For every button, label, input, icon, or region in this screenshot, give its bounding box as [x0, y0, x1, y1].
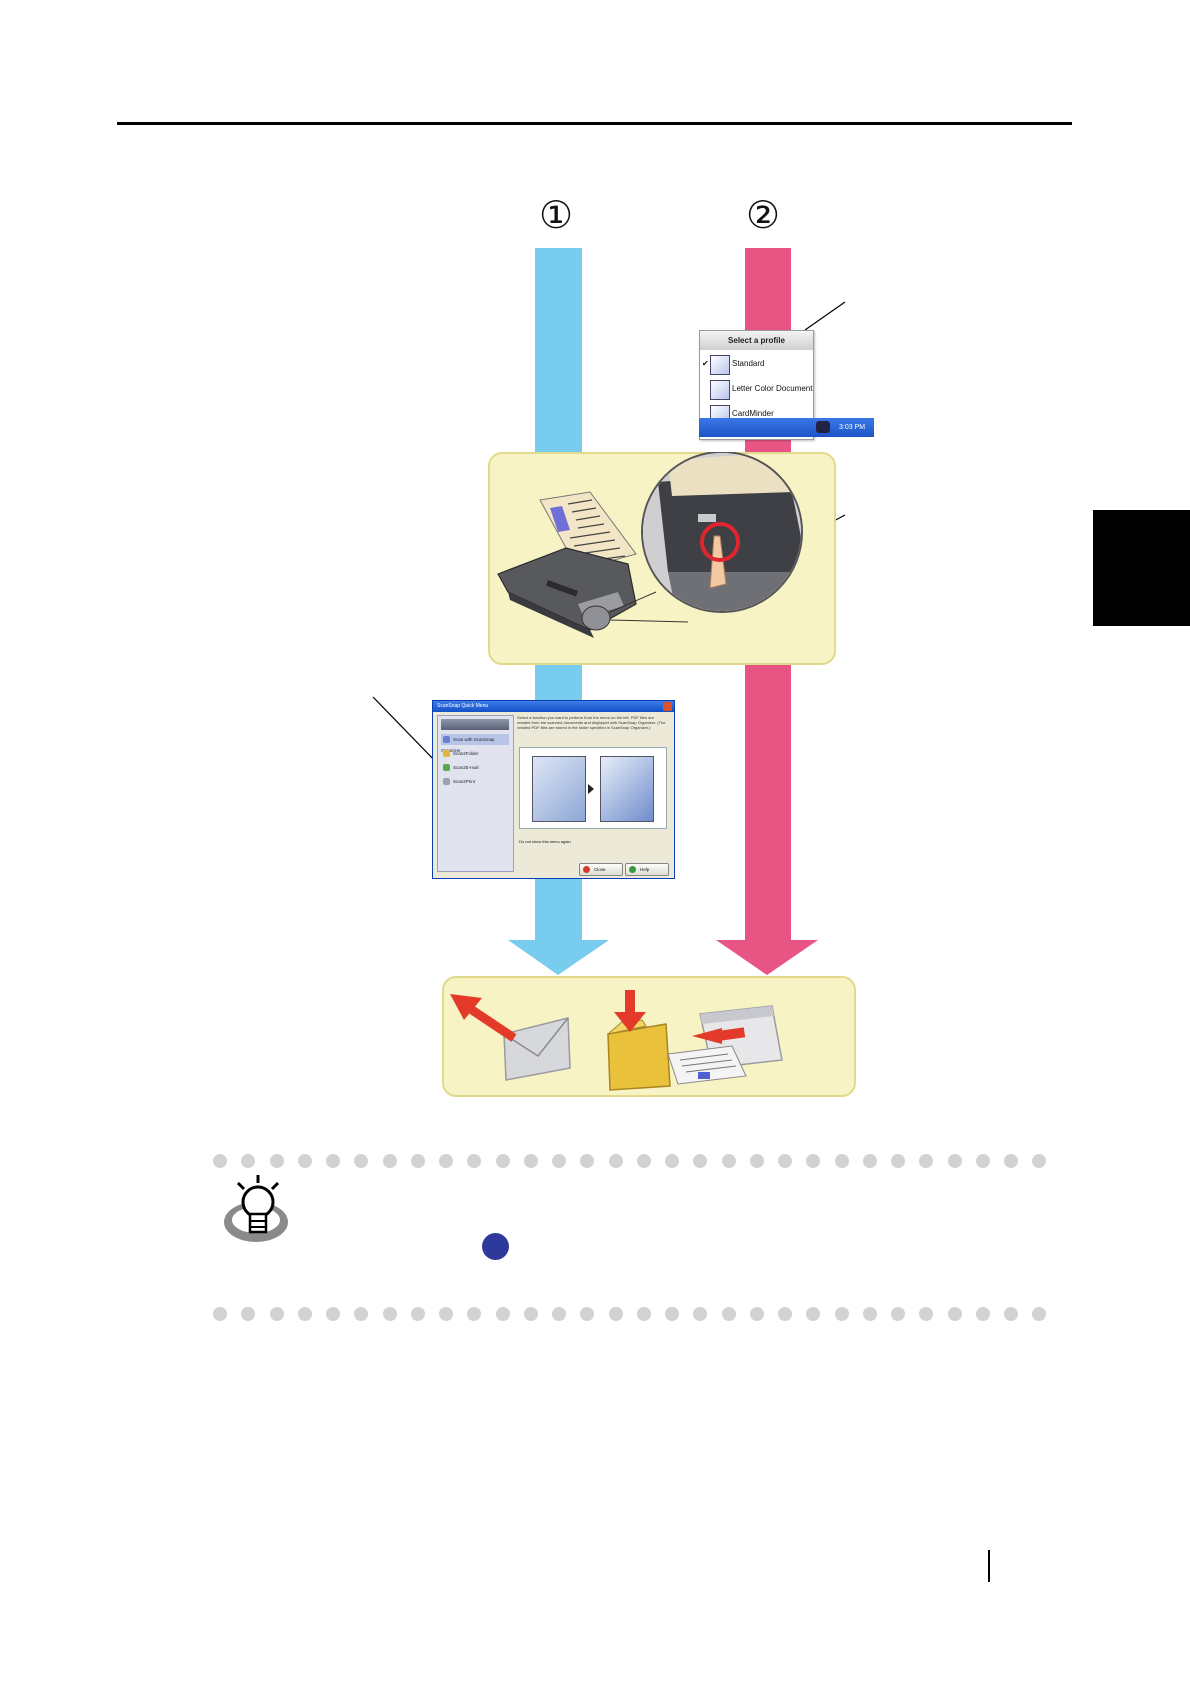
folder-output-icon — [607, 990, 671, 1091]
chapter-tab — [1093, 510, 1190, 626]
hint-divider-bottom — [213, 1307, 1061, 1321]
step-number-2: ② — [746, 193, 781, 237]
hint-divider-top — [213, 1154, 1061, 1168]
email-output-icon — [450, 994, 571, 1081]
profile-item-standard[interactable]: ✔ Standard — [702, 353, 812, 375]
organizer-preview-image — [600, 756, 654, 822]
scanner-illustration — [497, 452, 803, 638]
quick-menu-description: Select a function you want to perform fr… — [517, 715, 666, 730]
paper-photo — [550, 506, 570, 532]
folder-icon — [443, 750, 450, 757]
printer-icon — [443, 778, 450, 785]
profile-item-letter-color[interactable]: Letter Color Document — [702, 378, 812, 400]
scansnap-tray-icon[interactable] — [816, 421, 830, 433]
header-rule — [117, 122, 1072, 125]
callout-line-quickmenu — [372, 696, 441, 767]
close-icon[interactable] — [663, 702, 672, 711]
taskbar: 3:03 PM — [699, 418, 874, 437]
page-number-rule — [988, 1550, 990, 1582]
arrow-icon — [588, 784, 594, 794]
profile-item-label: Letter Color Document — [732, 384, 813, 393]
profile-item-label: Standard — [732, 359, 765, 368]
organizer-icon — [443, 736, 450, 743]
printer-output-icon — [667, 1005, 783, 1085]
dont-show-checkbox[interactable]: Do not show this menu again — [519, 839, 571, 844]
profile-item-label: CardMinder — [732, 409, 774, 418]
close-icon — [583, 866, 590, 873]
quick-menu-list: Scan with ScanSnap Organizer Scan2Folder… — [437, 715, 514, 872]
step-number-1: ① — [539, 193, 574, 237]
quick-menu-item[interactable]: Scan with ScanSnap Organizer — [441, 734, 509, 753]
quick-menu-item[interactable]: Scan2Folder — [441, 748, 509, 759]
quick-menu-detail: Select a function you want to perform fr… — [517, 715, 670, 863]
taskbar-clock: 3:03 PM — [839, 424, 866, 431]
quick-menu-title: ScanSnap Quick Menu — [433, 701, 674, 712]
close-button[interactable]: Close — [579, 863, 623, 876]
scan-button-highlight — [700, 522, 740, 562]
quick-menu-item[interactable]: Scan2E-mail — [441, 762, 509, 773]
callout-line-profile — [804, 301, 846, 331]
help-button[interactable]: Help — [625, 863, 669, 876]
help-icon — [629, 866, 636, 873]
hint-marker-icon — [482, 1233, 509, 1260]
hint-lightbulb-icon — [224, 1175, 288, 1242]
quick-menu-item[interactable]: Scan2Print — [441, 776, 509, 787]
output-icons — [450, 990, 783, 1091]
email-icon — [443, 764, 450, 771]
profile-menu-title: Select a profile — [700, 331, 813, 350]
quick-menu-dialog: ScanSnap Quick Menu Scan with ScanSnap O… — [432, 700, 675, 879]
scansnap-logo — [441, 719, 509, 730]
profile-icon — [710, 380, 730, 400]
scanner-preview-image — [532, 756, 586, 822]
checkmark-icon: ✔ — [702, 359, 709, 368]
profile-icon — [710, 355, 730, 375]
quick-menu-preview — [519, 747, 667, 829]
